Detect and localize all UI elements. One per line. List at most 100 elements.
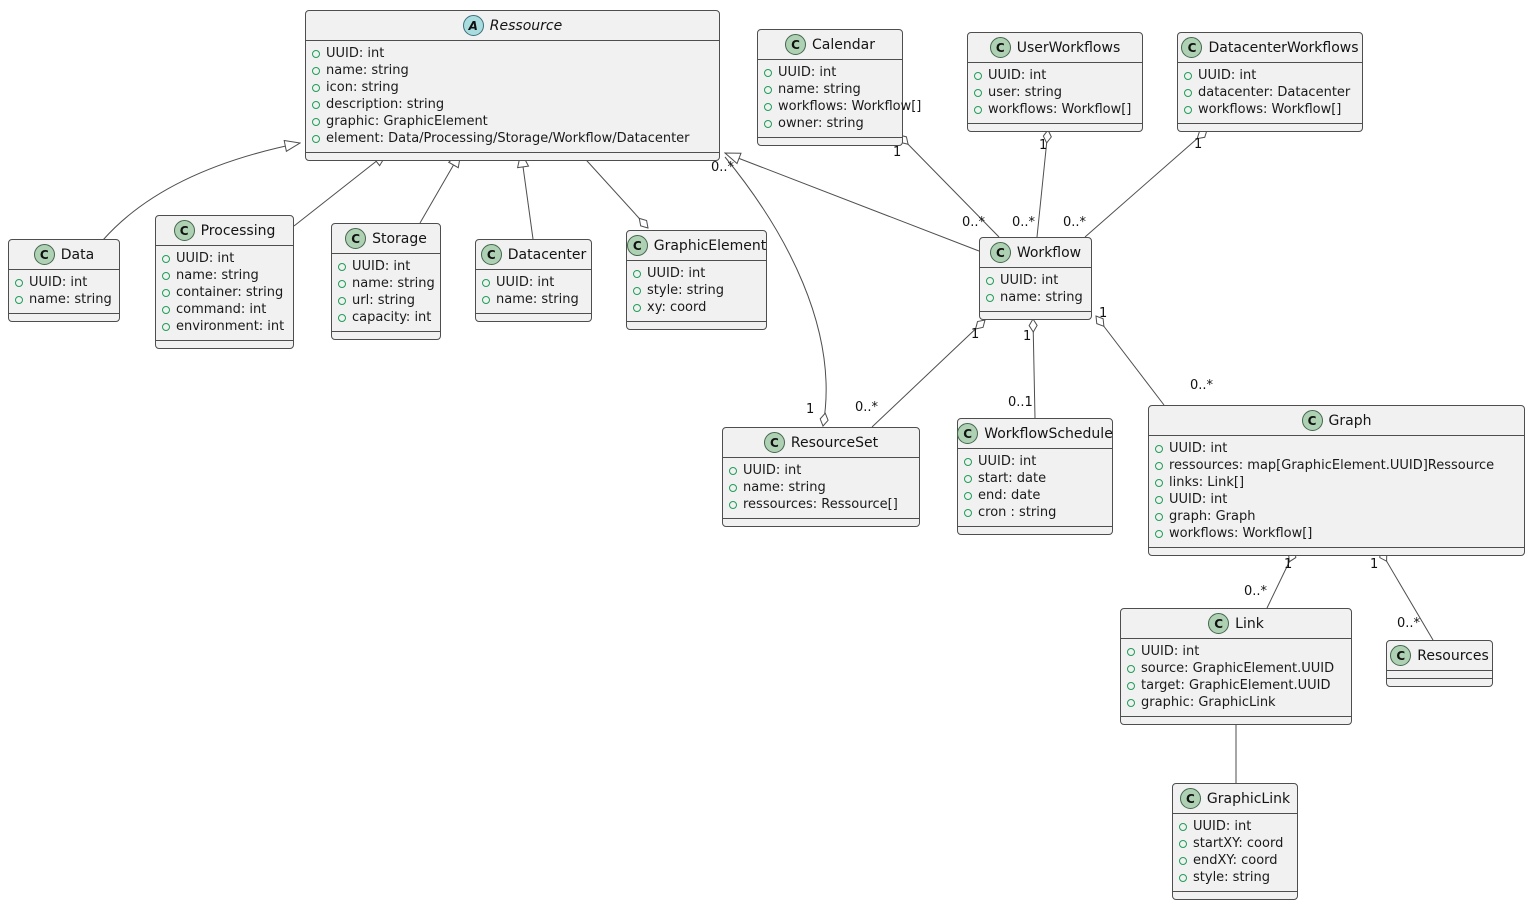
class-title: Datacenter <box>507 246 587 263</box>
multiplicity-label: 0..* <box>1397 616 1421 631</box>
class-data: C Data UUID: int name: string <box>8 239 120 322</box>
multiplicity-label: 0..* <box>711 160 735 175</box>
class-title: Workflow <box>1016 244 1082 261</box>
field-visibility-icon <box>1155 461 1163 470</box>
field-visibility-icon <box>1184 88 1192 97</box>
field: cron : string <box>978 505 1057 520</box>
class-title: DatacenterWorkflows <box>1208 39 1359 56</box>
field-visibility-icon <box>764 85 772 94</box>
field: UUID: int <box>743 463 802 478</box>
field: UUID: int <box>352 259 411 274</box>
field: description: string <box>326 97 445 112</box>
field: UUID: int <box>1000 273 1059 288</box>
edge-workflowschedule-workflow <box>1028 318 1038 419</box>
class-attributes: UUID: int source: GraphicElement.UUID ta… <box>1121 638 1351 716</box>
class-storage: C Storage UUID: int name: string url: st… <box>331 223 441 340</box>
field-visibility-icon <box>1184 71 1192 80</box>
field: environment: int <box>176 319 285 334</box>
multiplicity-label: 0..* <box>855 400 879 415</box>
field-visibility-icon <box>633 269 641 278</box>
field: ressources: map[GraphicElement.UUID]Ress… <box>1169 458 1495 473</box>
class-header: C UserWorkflows <box>968 33 1142 62</box>
field-visibility-icon <box>338 262 346 271</box>
class-processing: C Processing UUID: int name: string cont… <box>155 215 294 349</box>
multiplicity-label: 1 <box>1370 557 1379 572</box>
edge-processing-ressource <box>293 152 388 227</box>
class-header: C Calendar <box>758 30 902 59</box>
class-resources: C Resources <box>1386 640 1493 687</box>
class-attributes: UUID: int style: string xy: coord <box>627 260 766 321</box>
multiplicity-label: 1 <box>1099 306 1108 321</box>
class-icon: C <box>626 235 648 256</box>
abstract-class-icon: A <box>462 15 484 36</box>
field: name: string <box>778 82 861 97</box>
multiplicity-label: 1 <box>1284 557 1293 572</box>
field: UUID: int <box>176 251 235 266</box>
class-header: C Storage <box>332 224 440 253</box>
field: startXY: coord <box>1193 836 1284 851</box>
field-visibility-icon <box>15 278 23 287</box>
class-icon: C <box>480 244 502 265</box>
field: style: string <box>647 283 725 298</box>
class-link: C Link UUID: int source: GraphicElement.… <box>1120 608 1352 725</box>
class-methods-empty <box>1149 547 1524 555</box>
multiplicity-label: 0..* <box>1063 215 1087 230</box>
class-methods-empty <box>958 526 1112 534</box>
class-ressource: A Ressource UUID: int name: string icon:… <box>305 10 720 161</box>
field-visibility-icon <box>729 466 737 475</box>
edge-workflow-datacenterworkflows <box>1084 129 1208 238</box>
class-calendar: C Calendar UUID: int name: string workfl… <box>757 29 921 146</box>
class-header: C Processing <box>156 216 293 245</box>
class-methods-empty <box>332 331 440 339</box>
class-graphiclink: C GraphicLink UUID: int startXY: coord e… <box>1172 783 1298 900</box>
class-icon: C <box>173 220 195 241</box>
field: UUID: int <box>978 454 1037 469</box>
class-methods-empty <box>980 311 1091 319</box>
field-visibility-icon <box>1155 529 1163 538</box>
class-methods-empty <box>758 137 902 145</box>
field: UUID: int <box>647 266 706 281</box>
field-visibility-icon <box>1155 478 1163 487</box>
field: name: string <box>352 276 435 291</box>
field-visibility-icon <box>633 303 641 312</box>
class-title: Resources <box>1417 647 1489 664</box>
class-icon: C <box>989 242 1011 263</box>
field: icon: string <box>326 80 399 95</box>
field: ressources: Ressource[] <box>743 497 898 512</box>
multiplicity-label: 1 <box>1023 329 1032 344</box>
field: links: Link[] <box>1169 475 1245 490</box>
class-icon: C <box>1390 645 1412 666</box>
field-visibility-icon <box>482 295 490 304</box>
class-attributes: UUID: int start: date end: date cron : s… <box>958 448 1112 526</box>
field: xy: coord <box>647 300 707 315</box>
class-title: Ressource <box>489 17 563 34</box>
field-visibility-icon <box>162 322 170 331</box>
class-title: Storage <box>372 230 427 247</box>
class-title: Graph <box>1328 412 1372 429</box>
field-visibility-icon <box>312 66 320 75</box>
multiplicity-label: 1 <box>1194 137 1203 152</box>
class-header: C Workflow <box>980 238 1091 267</box>
field: start: date <box>978 471 1047 486</box>
field-visibility-icon <box>1184 105 1192 114</box>
class-methods-empty <box>1387 678 1492 686</box>
field: container: string <box>176 285 284 300</box>
field-visibility-icon <box>312 49 320 58</box>
field: workflows: Workflow[] <box>1169 526 1313 541</box>
field: UUID: int <box>496 275 555 290</box>
class-header: C Graph <box>1149 406 1524 435</box>
class-header: C DatacenterWorkflows <box>1178 33 1362 62</box>
field: style: string <box>1193 870 1271 885</box>
class-icon: C <box>33 244 55 265</box>
class-methods-empty <box>1121 716 1351 724</box>
multiplicity-label: 1 <box>893 145 902 160</box>
field-visibility-icon <box>974 71 982 80</box>
class-header: C Link <box>1121 609 1351 638</box>
class-methods-empty <box>1178 123 1362 131</box>
field-visibility-icon <box>1155 512 1163 521</box>
class-attributes: UUID: int name: string container: string… <box>156 245 293 340</box>
class-icon: C <box>957 423 979 444</box>
field-visibility-icon <box>1127 698 1135 707</box>
class-methods-empty <box>723 518 919 526</box>
